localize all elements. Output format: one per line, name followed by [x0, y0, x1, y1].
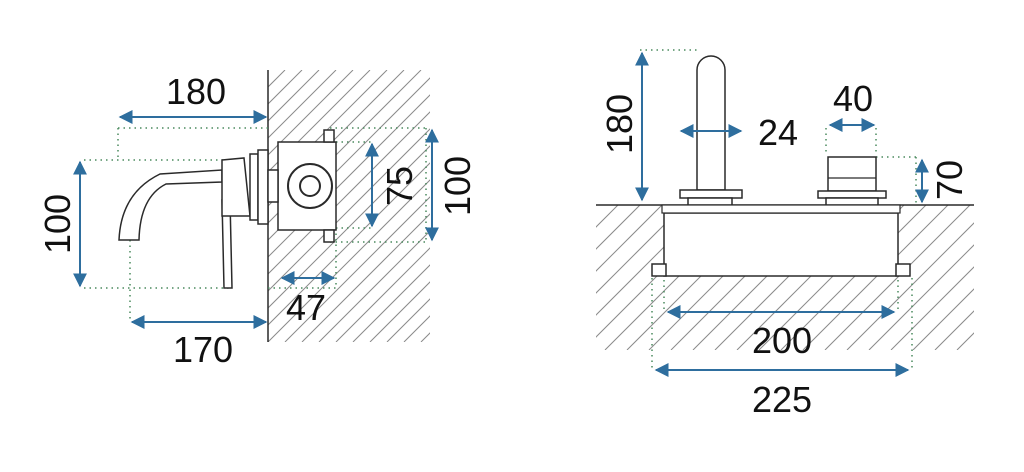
- front-box-tab-left: [651, 263, 667, 277]
- dim-box-width-label: 200: [752, 320, 812, 361]
- hatch-line: [318, 230, 430, 342]
- faucet-body: [221, 157, 251, 217]
- handle-knob: [827, 156, 877, 192]
- hatch-line: [824, 205, 971, 350]
- escutcheon: [249, 153, 259, 221]
- spout: [118, 169, 223, 241]
- hatch-line: [268, 70, 354, 156]
- front-concealed-box: [663, 212, 899, 277]
- hatch-line: [596, 205, 641, 250]
- front-view: 180 24 40 70 200 225: [596, 49, 1024, 420]
- dim-handle-height-label: 70: [929, 160, 970, 200]
- front-box-top: [661, 204, 901, 214]
- hatch-line: [912, 288, 974, 350]
- handle-flange: [825, 197, 879, 206]
- hatch-line: [268, 70, 388, 190]
- side-view: 180 100 170 47 75 100: [37, 70, 478, 370]
- box-tab-top: [323, 129, 335, 143]
- hatch-line: [979, 205, 1024, 350]
- flange: [257, 149, 269, 225]
- hatch-line: [868, 244, 974, 350]
- dim-height-left-label: 100: [37, 194, 78, 254]
- hatch-line: [284, 196, 430, 342]
- hatch-line: [268, 179, 430, 342]
- hatch-line: [596, 205, 685, 294]
- hatch-line: [268, 70, 337, 139]
- spout-tube: [696, 55, 726, 191]
- hatch-line: [846, 222, 974, 350]
- dim-width-top-label: 180: [166, 71, 226, 112]
- spout-flange: [687, 197, 733, 206]
- hatch-line: [268, 70, 371, 173]
- hatch-line: [268, 162, 430, 326]
- spout-base: [679, 189, 743, 199]
- hatch-line: [596, 205, 597, 206]
- dim-spout-diameter-label: 24: [758, 112, 798, 153]
- hatch-line: [596, 205, 619, 228]
- handle-base: [817, 190, 887, 199]
- box-tab-bottom: [323, 229, 335, 243]
- cartridge-inner: [299, 175, 321, 197]
- dim-width-bottom-label: 170: [173, 329, 233, 370]
- hatch-line: [335, 247, 430, 342]
- front-box-tab-right: [895, 263, 911, 277]
- hatch-line: [890, 266, 974, 350]
- hatch-line: [802, 205, 949, 350]
- hatch-line: [934, 310, 974, 350]
- front-dimension-arrows: [635, 51, 929, 377]
- dim-total-width-label: 225: [752, 379, 812, 420]
- dim-outer-height-label: 100: [437, 156, 478, 216]
- hatch-line: [352, 264, 430, 342]
- dim-handle-width-label: 40: [833, 78, 873, 119]
- hatch-line: [268, 128, 430, 292]
- box-inner: [267, 169, 279, 203]
- hatch-line: [1001, 205, 1024, 350]
- hatch-line: [301, 213, 430, 342]
- hatch-line: [596, 205, 663, 272]
- side-dimension-arrows: [73, 110, 439, 329]
- dim-depth-label: 47: [286, 287, 326, 328]
- dim-spout-height-label: 180: [599, 94, 640, 154]
- hatch-line: [268, 70, 405, 207]
- hatch-line: [268, 70, 320, 122]
- hatch-line: [780, 205, 927, 350]
- hatch-line: [369, 281, 430, 342]
- hatch-line: [956, 332, 974, 350]
- dim-inner-height-label: 75: [379, 166, 420, 206]
